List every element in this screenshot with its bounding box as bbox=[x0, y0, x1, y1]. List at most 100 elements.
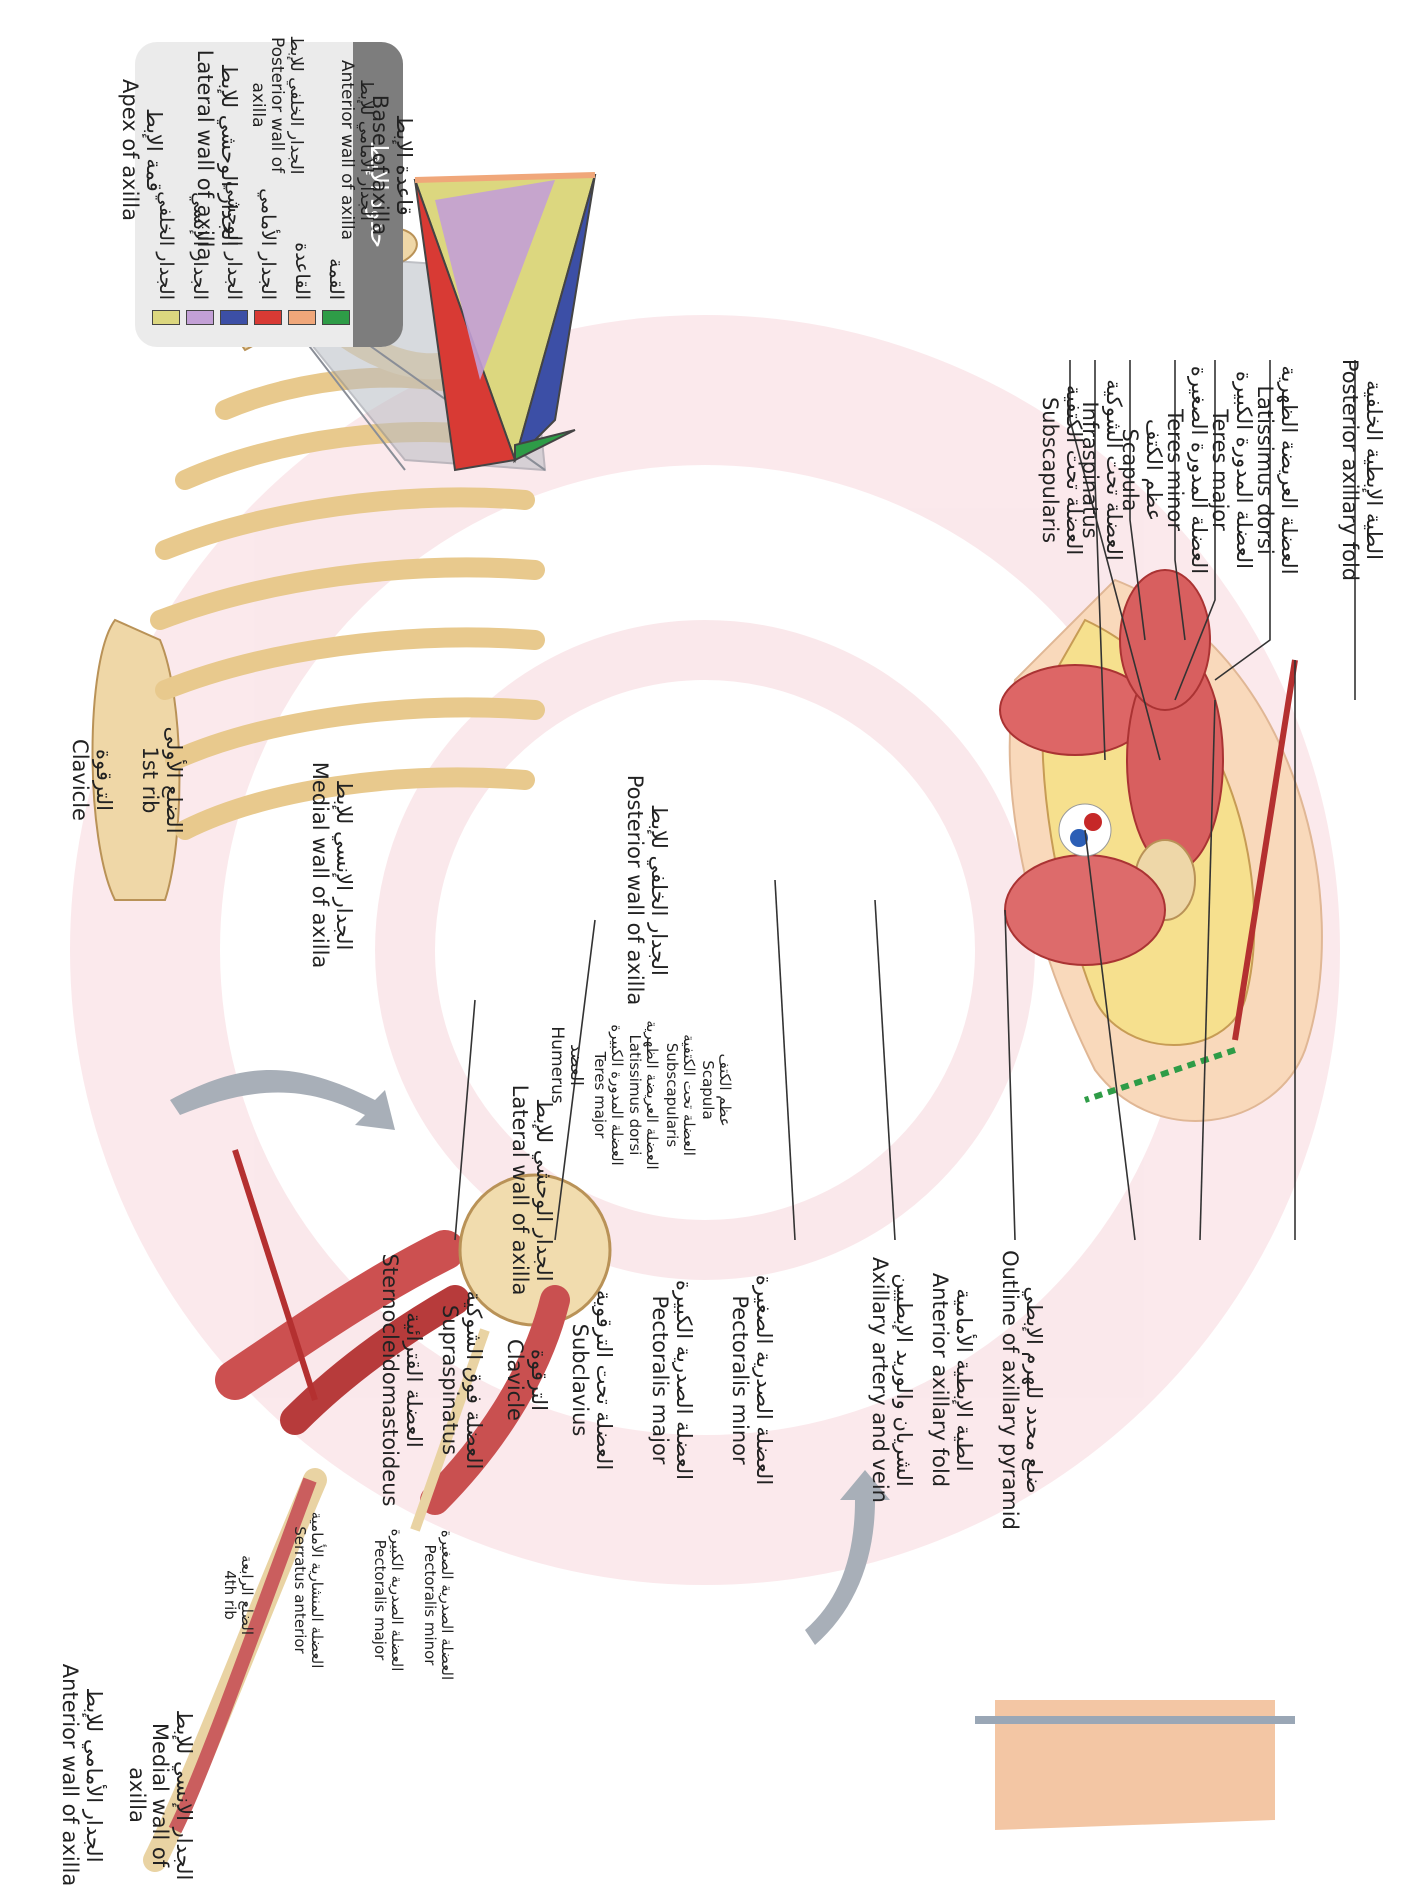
label-humerus: العضدHumerus bbox=[547, 1005, 585, 1125]
label-english: Subscapularis bbox=[1038, 340, 1062, 600]
legend-swatch-yellow bbox=[152, 310, 180, 325]
label-arabic: العضلة العريضة الظهرية bbox=[643, 1010, 660, 1180]
legend-label: الجدار الأمامي bbox=[257, 188, 279, 300]
label-arabic: العضد bbox=[566, 1005, 585, 1125]
label-arabic: قمة الإبط bbox=[141, 60, 165, 240]
label-arabic: العضلة تحت الكتفية bbox=[680, 1010, 697, 1180]
label-english: Posterior axillary fold bbox=[1338, 340, 1362, 600]
label-arabic: عظم الكتف bbox=[716, 1030, 733, 1150]
label-arabic: الترقوة bbox=[91, 720, 115, 840]
label-english: Lateral wall of axilla bbox=[193, 25, 217, 285]
label-english: Base of axilla bbox=[368, 75, 392, 255]
label-english: Humerus bbox=[547, 1005, 566, 1125]
label-arabic: الطية الإبطية الخلفية bbox=[1361, 340, 1385, 600]
label-english: Outline of axillary pyramid bbox=[998, 1250, 1022, 1530]
label-arabic: الضلع الأولى bbox=[161, 720, 185, 840]
label-english: Infraspinatus bbox=[1078, 340, 1102, 600]
label-english: Sternocleidomastoideus bbox=[378, 1250, 402, 1510]
label-arabic: الجدار الخلفي للإبط bbox=[286, 20, 305, 190]
label-english: Medial wall of axilla bbox=[308, 735, 332, 995]
label-arabic: العضلة المنشارية الأمامية bbox=[308, 1500, 325, 1680]
label-arabic: العضلة العريضة الظهرية bbox=[1276, 340, 1300, 600]
label-first-rib: الضلع الأولى1st rib bbox=[138, 720, 185, 840]
label-serratus-right: العضلة المنشارية الأماميةSerratus anteri… bbox=[291, 1500, 325, 1680]
label-arabic: الشريان والوريد الإبطيين bbox=[891, 1250, 915, 1510]
label-english: Teres major bbox=[1208, 340, 1232, 600]
legend-swatch-red bbox=[254, 310, 282, 325]
label-english: Clavicle bbox=[68, 720, 92, 840]
label-arabic: العضلة تحت الترقوية bbox=[591, 1250, 615, 1510]
label-arabic: العضلة فوق الشوكية bbox=[461, 1250, 485, 1510]
label-arabic: العضلة المدورة الكبيرة bbox=[608, 1010, 625, 1180]
label-english: Apex of axilla bbox=[118, 60, 142, 240]
label-english: Subclavius bbox=[568, 1250, 592, 1510]
label-arabic: الترقوة bbox=[526, 1250, 550, 1510]
label-english: 1st rib bbox=[138, 720, 162, 840]
label-english: Scapula bbox=[699, 1030, 716, 1150]
label-english: Axillary artery and vein bbox=[868, 1250, 892, 1510]
label-english: Anterior axillary fold bbox=[928, 1250, 952, 1510]
label-english: Pectoralis minor bbox=[421, 1520, 438, 1690]
label-arabic: العضلة الصدرية الصغيرة bbox=[751, 1250, 775, 1510]
label-english: Pectoralis major bbox=[371, 1515, 388, 1685]
label-english: Latissimus dorsi bbox=[626, 1010, 643, 1180]
label-english: Teres minor bbox=[1163, 340, 1187, 600]
legend-swatch-purple bbox=[186, 310, 214, 325]
label-arabic: عظم الكتف bbox=[1141, 340, 1165, 600]
label-english: Pectoralis major bbox=[648, 1250, 672, 1510]
legend-swatch-green bbox=[322, 310, 350, 325]
label-anterior-fold: الطية الإبطية الأماميةAnterior axillary … bbox=[928, 1250, 975, 1510]
label-english: Anterior wall of axilla bbox=[337, 20, 356, 280]
label-english: Posterior wall of axilla bbox=[623, 760, 647, 1020]
label-english: 4th rib bbox=[221, 1530, 238, 1660]
label-arabic: العضلة المدورة الصغيرة bbox=[1186, 340, 1210, 600]
label-arabic: الجدار الإنسي للإبط bbox=[171, 1700, 195, 1890]
axilla-cross-section-large bbox=[1000, 570, 1322, 1121]
label-english: Pectoralis minor bbox=[728, 1250, 752, 1510]
label-arabic: الطية الإبطية الأمامية bbox=[951, 1250, 975, 1510]
label-english: Anterior wall of axilla bbox=[58, 1660, 82, 1890]
label-arabic: العضلة الصدرية الصغيرة bbox=[438, 1520, 455, 1690]
label-arabic: العضلة القترائية bbox=[401, 1250, 425, 1510]
label-english: Medial wall of axilla bbox=[124, 1700, 171, 1890]
label-arabic: العضلة المدورة الكبيرة bbox=[1231, 340, 1255, 600]
label-arabic: الجدار الوحشي للإبط bbox=[216, 25, 240, 285]
label-arabic: الجدار الخلفي للإبط bbox=[646, 760, 670, 1020]
label-english: Posterior wall of axilla bbox=[248, 20, 286, 190]
label-arabic: العضلة الصدرية الكبيرة bbox=[388, 1515, 405, 1685]
label-arabic: الجدار الأمامي للإبط bbox=[81, 1660, 105, 1890]
label-english: Latissimus dorsi bbox=[1253, 340, 1277, 600]
label-english: Subscapularis bbox=[663, 1010, 680, 1180]
human-figure-icon bbox=[975, 1700, 1295, 1830]
label-arabic: العضلة الصدرية الكبيرة bbox=[671, 1250, 695, 1510]
legend-swatch-blue bbox=[220, 310, 248, 325]
label-arabic: قاعدة الإبط bbox=[391, 75, 415, 255]
